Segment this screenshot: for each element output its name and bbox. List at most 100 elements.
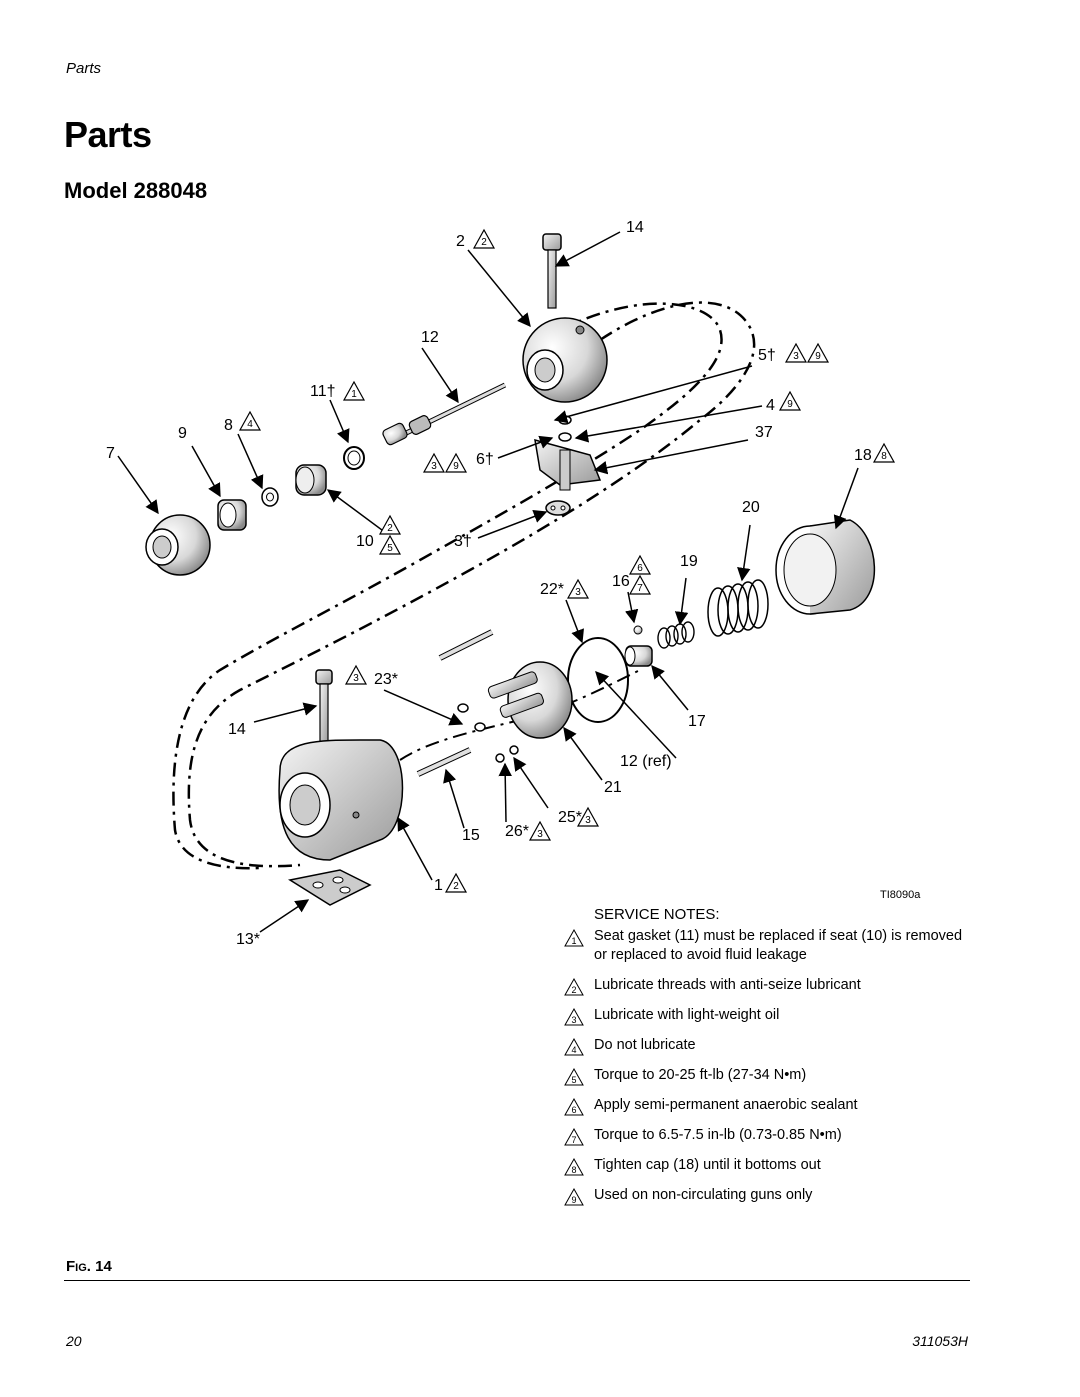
service-note-text: Torque to 20-25 ft-lb (27-34 N•m) (594, 1067, 807, 1083)
fitting-part-9 (217, 499, 247, 531)
callout-20: 20 (742, 499, 760, 516)
callout-9: 9 (178, 425, 187, 442)
service-note-4: 4 Do not lubricate (564, 1036, 964, 1056)
gasket-part-3 (545, 500, 571, 516)
callout-12-ref: 12 (ref) (620, 753, 672, 770)
screw-part-15-lower (416, 747, 472, 777)
oring-part-23 (457, 703, 486, 732)
page-title: Parts (64, 114, 152, 155)
svg-text:8: 8 (571, 1165, 576, 1175)
svg-text:2: 2 (481, 237, 487, 248)
cap-part-18 (775, 519, 876, 615)
oring-part-4 (558, 432, 572, 442)
svg-text:7: 7 (637, 583, 643, 594)
service-note-text: Torque to 6.5-7.5 in-lb (0.73-0.85 N•m) (594, 1127, 842, 1143)
service-note-text: Used on non-circulating guns only (594, 1187, 813, 1203)
gasket-part-11 (343, 446, 365, 470)
note-triangle-icon: 3 (564, 1008, 584, 1026)
callout-22: 22* (540, 581, 564, 598)
note-triangles (238, 228, 896, 893)
assembly-dash-loop-inner (172, 302, 723, 870)
page-number: 20 (66, 1333, 82, 1349)
svg-text:6: 6 (571, 1105, 576, 1115)
callout-6: 6† (476, 451, 494, 468)
leader-arrows (117, 231, 859, 933)
callout-14-top: 14 (626, 219, 644, 236)
note-triangle-icon: 6 (564, 1098, 584, 1116)
callout-15: 15 (462, 827, 480, 844)
service-note-3: 3 Lubricate with light-weight oil (564, 1006, 964, 1026)
service-note-2: 2 Lubricate threads with anti-seize lubr… (564, 976, 964, 996)
callout-18: 18 (854, 447, 872, 464)
ball-part-16 (633, 625, 643, 635)
service-note-text: Tighten cap (18) until it bottoms out (594, 1157, 821, 1173)
note-triangle-icon: 5 (564, 1068, 584, 1086)
callout-21: 21 (604, 779, 622, 796)
service-note-7: 7 Torque to 6.5-7.5 in-lb (0.73-0.85 N•m… (564, 1126, 964, 1146)
spring-part-20 (707, 579, 769, 637)
gasket-part-13 (288, 869, 372, 906)
figure-ref-code: TI8090a (880, 889, 921, 901)
housing-part-2 (522, 317, 608, 403)
svg-text:7: 7 (571, 1135, 576, 1145)
nut-part-7 (145, 514, 211, 576)
screw-part-15-upper (438, 629, 494, 661)
svg-text:3: 3 (793, 351, 799, 362)
note-triangle-icon: 7 (564, 1128, 584, 1146)
note-triangle-icon: 8 (564, 1158, 584, 1176)
callout-4: 4 (766, 397, 775, 414)
service-note-6: 6 Apply semi-permanent anaerobic sealant (564, 1096, 964, 1116)
service-note-9: 9 Used on non-circulating guns only (564, 1186, 964, 1206)
svg-text:4: 4 (571, 1045, 576, 1055)
callout-25: 25* (558, 809, 582, 826)
spring-part-19 (657, 621, 695, 649)
callout-37: 37 (755, 424, 773, 441)
section-title: Model 288048 (64, 178, 208, 203)
svg-text:2: 2 (571, 985, 576, 995)
figure-label-small-caps: IG (75, 1262, 87, 1274)
washer-part-8 (261, 487, 279, 507)
body-part-1 (278, 739, 404, 861)
svg-text:4: 4 (247, 419, 253, 430)
svg-text:2: 2 (453, 881, 459, 892)
svg-text:3: 3 (571, 1015, 576, 1025)
service-note-text: Lubricate threads with anti-seize lubric… (594, 977, 861, 993)
note-triangle-icon: 9 (564, 1188, 584, 1206)
callout-12: 12 (421, 329, 439, 346)
footer-rule (64, 1280, 970, 1281)
note-triangle-icon: 4 (564, 1038, 584, 1056)
svg-text:2: 2 (387, 523, 393, 534)
note-triangle-icon: 2 (564, 978, 584, 996)
svg-text:3: 3 (575, 587, 581, 598)
svg-text:6: 6 (637, 563, 643, 574)
note-triangle-icon: 1 (564, 929, 584, 947)
callout-17: 17 (688, 713, 706, 730)
note-triangle-numbers: 2 3 9 1 9 4 3 9 8 2 5 6 7 3 3 3 3 2 (247, 237, 887, 892)
svg-text:9: 9 (815, 351, 821, 362)
svg-text:8: 8 (881, 451, 887, 462)
callout-13: 13* (236, 931, 260, 948)
service-note-8: 8 Tighten cap (18) until it bottoms out (564, 1156, 964, 1176)
svg-text:9: 9 (787, 399, 793, 410)
service-note-1: 1 Seat gasket (11) must be replaced if s… (564, 927, 964, 965)
svg-text:9: 9 (571, 1195, 576, 1205)
running-header: Parts (66, 60, 102, 77)
svg-text:3: 3 (585, 815, 591, 826)
seat-part-10 (295, 464, 327, 496)
svg-text:5: 5 (387, 543, 393, 554)
callout-14-lower: 14 (228, 721, 246, 738)
bracket-part-37 (534, 438, 602, 491)
assembly-dash-loop (187, 301, 756, 868)
needle-part-12 (382, 382, 507, 446)
manifold-part-21 (487, 661, 573, 739)
callout-19: 19 (680, 553, 698, 570)
document-number: 311053H (912, 1333, 968, 1349)
svg-text:3: 3 (537, 829, 543, 840)
callout-5: 5† (758, 347, 776, 364)
figure-label-number: . 14 (86, 1258, 112, 1275)
figure-label: FIG. 14 (66, 1258, 112, 1275)
callout-26: 26* (505, 823, 529, 840)
service-note-text: Seat gasket (11) must be replaced if sea… (594, 928, 963, 963)
svg-text:3: 3 (431, 461, 437, 472)
